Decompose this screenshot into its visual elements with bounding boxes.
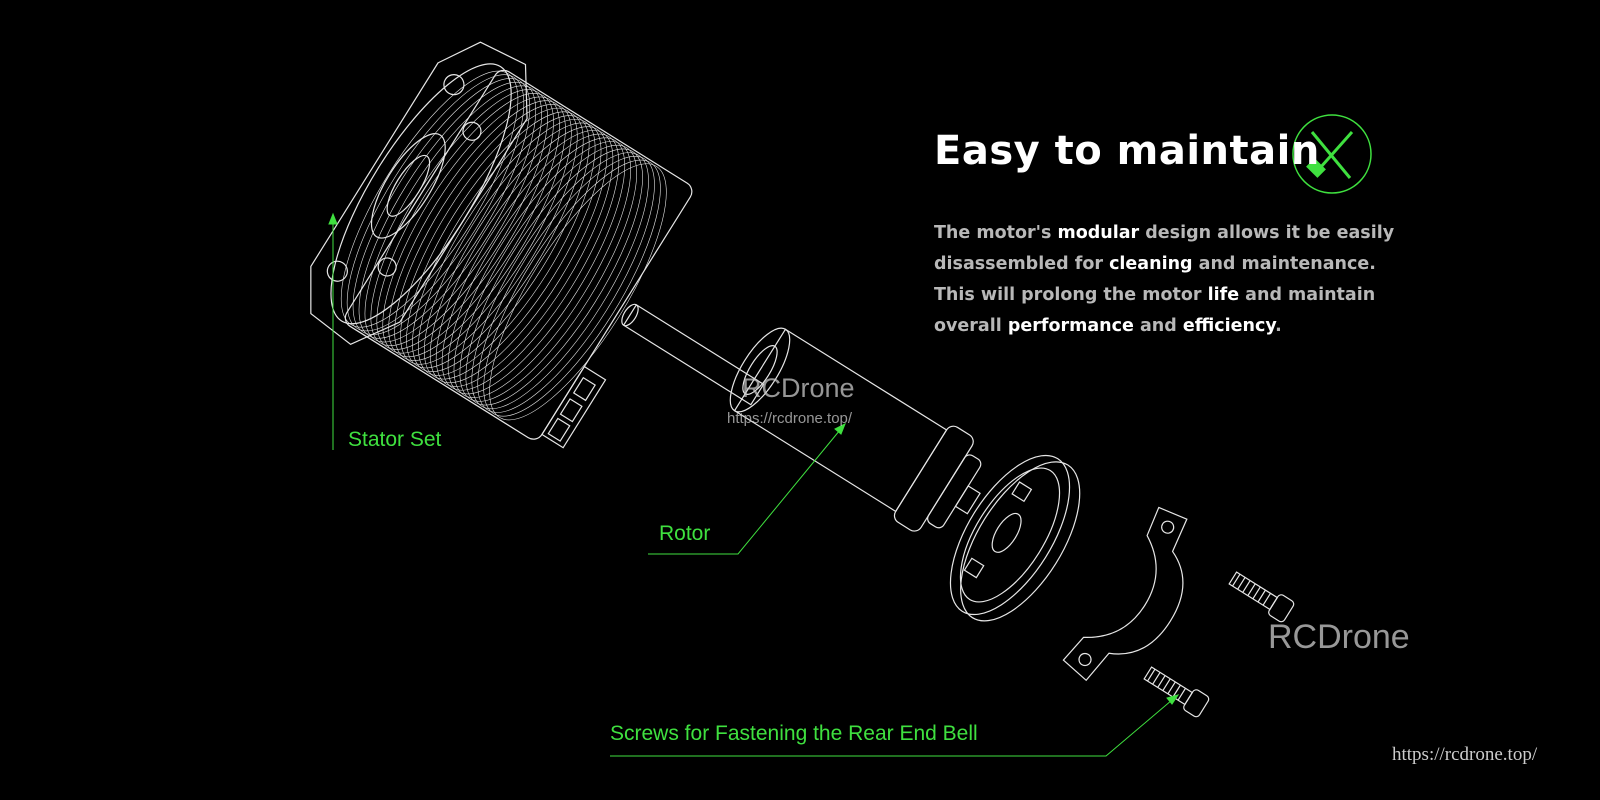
- cooling-fin: [352, 78, 531, 335]
- text: .: [1275, 316, 1282, 336]
- bracket-drawing: [1062, 506, 1188, 682]
- stator-arrowhead: [328, 212, 338, 225]
- cooling-fin: [429, 126, 608, 384]
- shaft-drawing: [621, 303, 765, 406]
- description-line-4: overall performance and efficiency.: [934, 311, 1454, 342]
- cooling-fin: [453, 141, 632, 398]
- cooling-fin: [441, 133, 620, 391]
- cooling-fin: [471, 152, 649, 410]
- cooling-fin: [406, 111, 584, 369]
- cooling-fin: [459, 144, 637, 402]
- screw-top-drawing: [1228, 571, 1295, 623]
- cooling-fin: [364, 85, 542, 343]
- text: and maintenance.: [1192, 254, 1376, 274]
- cooling-fin: [394, 104, 572, 361]
- highlight-text: performance: [1007, 316, 1134, 336]
- text: This will prolong the motor: [934, 285, 1208, 305]
- text: and: [1133, 316, 1183, 336]
- stator-set-drawing: [310, 41, 693, 449]
- cooling-fin: [435, 130, 614, 387]
- stator-set-label: Stator Set: [348, 428, 442, 451]
- highlight-text: efficiency: [1182, 316, 1276, 336]
- rotor-leader-line: [648, 429, 841, 555]
- screws-leader-line: [610, 699, 1173, 757]
- rotor-drawing: [729, 327, 982, 532]
- cooling-fin: [412, 115, 590, 372]
- text: design allows it be easily: [1139, 223, 1395, 243]
- description-line-1: The motor's modular design allows it be …: [934, 218, 1454, 249]
- cooling-fin: [346, 74, 525, 332]
- text: The motor's: [934, 223, 1058, 243]
- cooling-fin: [400, 107, 578, 365]
- rotor-label: Rotor: [659, 522, 711, 545]
- cooling-fin: [376, 92, 554, 350]
- watermark-brand-center: RCDrone: [742, 373, 855, 403]
- description: The motor's modular design allows it be …: [934, 218, 1454, 342]
- highlight-text: modular: [1057, 223, 1140, 243]
- description-line-2: disassembled for cleaning and maintenanc…: [934, 249, 1454, 280]
- watermark-url-center: https://rcdrone.top/: [727, 410, 853, 427]
- tools-icon: [1292, 114, 1372, 194]
- rotor-arrowhead: [834, 422, 846, 435]
- cooling-fin: [477, 156, 655, 413]
- cooling-fin: [418, 118, 596, 376]
- text: disassembled for: [934, 254, 1110, 274]
- watermark-url-corner: https://rcdrone.top/: [1392, 744, 1538, 765]
- cooling-fin: [465, 148, 643, 406]
- highlight-text: life: [1207, 285, 1240, 305]
- screws-arrowhead: [1166, 694, 1180, 705]
- screws-label: Screws for Fastening the Rear End Bell: [610, 722, 978, 745]
- page-title: Easy to maintain: [934, 128, 1320, 174]
- description-line-3: This will prolong the motor life and mai…: [934, 280, 1454, 311]
- cooling-fin: [447, 137, 626, 395]
- cooling-fin: [483, 159, 661, 417]
- screw-bottom-drawing: [1143, 666, 1210, 718]
- rear-end-bell-drawing: [949, 454, 1081, 622]
- text: and maintain: [1239, 285, 1376, 305]
- text: overall: [934, 316, 1008, 336]
- highlight-text: cleaning: [1109, 254, 1193, 274]
- cooling-fin: [382, 96, 560, 354]
- watermark-brand-right: RCDrone: [1268, 618, 1410, 656]
